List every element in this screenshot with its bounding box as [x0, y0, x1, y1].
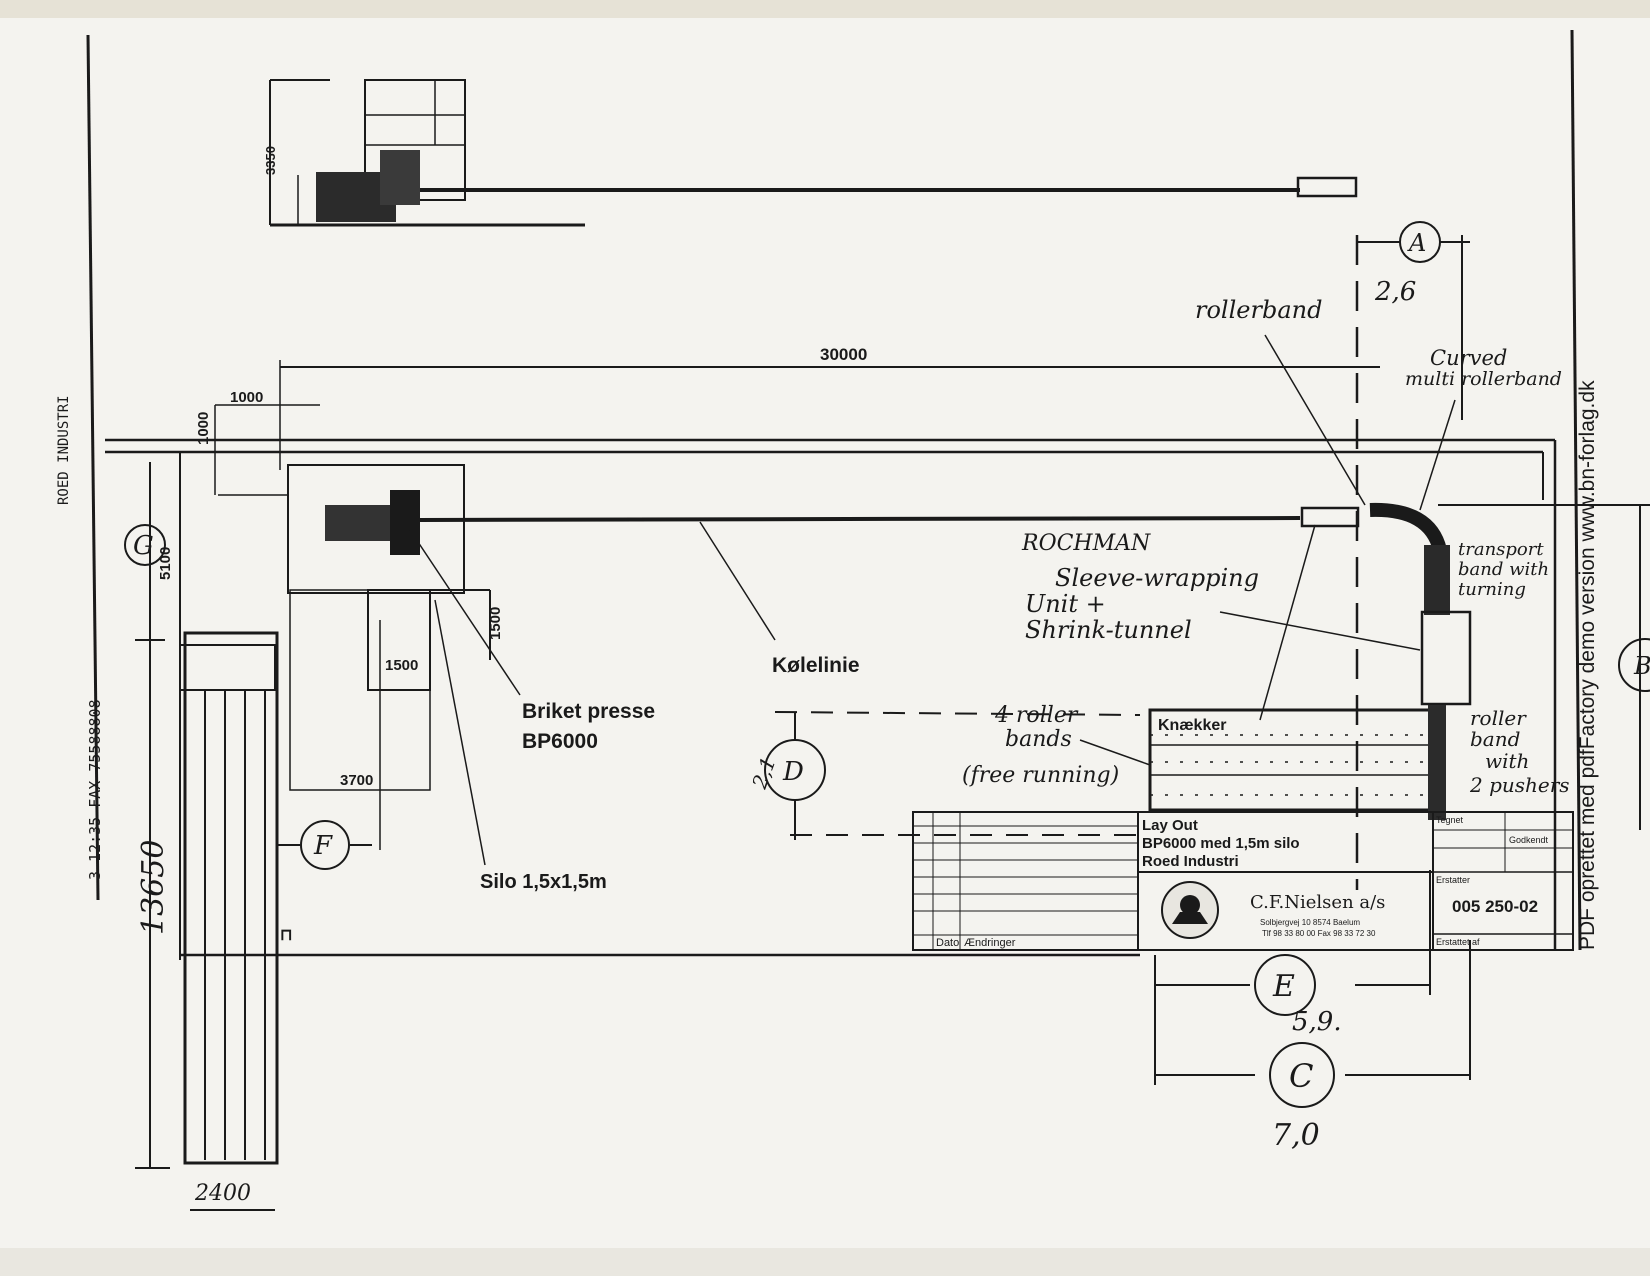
silo-label: Silo 1,5x1,5m: [480, 871, 607, 893]
briket-leader: [409, 529, 521, 696]
transport-label-2: band with: [1458, 559, 1549, 580]
rochman-label: ROCHMAN: [1021, 531, 1151, 556]
circle-b: B: [1618, 638, 1650, 692]
unit-label: Unit +: [1025, 590, 1106, 618]
building-outline: [105, 438, 1650, 960]
svg-text:E: E: [1272, 969, 1295, 1004]
title-erstatter: Erstatter: [1436, 875, 1470, 885]
curved-leader: [1419, 399, 1456, 511]
company-address: Solbjergvej 10 8574 Baelum: [1260, 918, 1360, 927]
title-godkendt: Godkendt: [1509, 835, 1549, 845]
dim-1500-horizontal: 1500: [385, 657, 418, 674]
kolelinie-label: Kølelinie: [772, 654, 860, 677]
rollerband-label: rollerband: [1195, 296, 1322, 324]
dim-e-value: 5,9.: [1292, 1007, 1342, 1037]
dim-3700: 3700: [340, 772, 373, 789]
title-line-2: BP6000 med 1,5m silo: [1142, 835, 1300, 852]
dim-30000: 30000: [820, 345, 867, 364]
curved-label-1: Curved: [1430, 346, 1507, 370]
sleeve-leader: [1219, 611, 1421, 651]
svg-text:F: F: [313, 831, 333, 861]
roller-pushers-1: roller: [1470, 706, 1527, 730]
title-line-3: Roed Industri: [1142, 853, 1239, 870]
company-name: C.F.Nielsen a/s: [1250, 892, 1385, 913]
roller-pushers-4: 2 pushers: [1469, 773, 1570, 797]
briket-model: BP6000: [522, 730, 598, 753]
briket-label: Briket presse: [522, 700, 655, 723]
right-border-line: [1570, 29, 1582, 951]
knaekker-leader: [1259, 524, 1316, 721]
dim-a-value: 2,6: [1374, 277, 1416, 307]
pdf-watermark: PDF oprettet med pdfFactory demo version…: [1576, 380, 1599, 950]
transport-label-3: turning: [1458, 579, 1526, 600]
small-marker: ⊓: [280, 927, 292, 944]
svg-text:G: G: [133, 531, 154, 561]
transport-label-1: transport: [1458, 539, 1544, 560]
rollerband-leader: [1264, 334, 1366, 506]
title-block: [912, 811, 1574, 951]
title-date-label: Dato: [936, 937, 959, 949]
title-line-1: Lay Out: [1142, 817, 1198, 834]
four-roller-label-2: bands: [1005, 727, 1072, 752]
company-side-label: ROED INDUSTRI: [56, 395, 72, 505]
circle-a: A: [1355, 221, 1470, 890]
drawing-number: 005 250-02: [1452, 897, 1538, 916]
curved-multi-rollerband: [1369, 502, 1472, 706]
fax-header: 3 12:35 FAX 75588808: [86, 699, 104, 880]
dim-5100: 5100: [157, 547, 174, 580]
svg-text:C: C: [1289, 1057, 1313, 1095]
svg-text:B: B: [1633, 652, 1650, 680]
knaekker-label: Knækker: [1158, 717, 1226, 734]
svg-text:D: D: [782, 757, 804, 787]
dim-13650: 13650: [136, 840, 171, 935]
shrink-label: Shrink-tunnel: [1025, 616, 1192, 644]
title-tegnet: Tegnet: [1436, 815, 1464, 825]
roller-pushers-2: band: [1470, 727, 1520, 751]
title-erstattet: Erstattet af: [1436, 937, 1480, 947]
roller-pushers-3: with: [1485, 749, 1529, 773]
sleeve-label: Sleeve-wrapping: [1055, 564, 1259, 592]
company-phone: Tlf 98 33 80 00 Fax 98 33 72 30: [1262, 929, 1376, 938]
left-storage-conveyor: [179, 631, 279, 1165]
dim-1000-vertical: 1000: [195, 412, 212, 445]
four-roller-leader: [1079, 739, 1151, 766]
circle-d: D: [764, 711, 1141, 840]
circle-g: G: [124, 524, 166, 566]
left-margin-line: [86, 34, 100, 901]
circle-c: C: [1155, 940, 1471, 1108]
kolelinie-leader: [699, 521, 776, 641]
dim-1500-vertical: 1500: [487, 607, 504, 640]
title-changes-label: Ændringer: [964, 937, 1016, 949]
silo-leader: [434, 599, 486, 866]
side-elevation-view: [269, 79, 1358, 227]
knaekker-roller-bands: [1148, 705, 1446, 820]
silo-plan: [289, 589, 491, 850]
paper-bottom-edge: [0, 1248, 1650, 1276]
dim-1000-horizontal: 1000: [230, 389, 263, 406]
circle-e: E: [1154, 870, 1431, 1085]
dim-2400: 2400: [194, 1181, 251, 1206]
curved-label-2: multi rollerband: [1405, 368, 1562, 390]
four-roller-label-1: 4 roller: [994, 703, 1079, 728]
dim-3350: 3350: [263, 146, 278, 175]
paper-top-edge: [0, 0, 1650, 18]
circle-f: F: [278, 820, 372, 870]
dim-c-value: 7,0: [1272, 1118, 1320, 1153]
svg-text:A: A: [1407, 229, 1426, 257]
free-running-label: (free running): [962, 763, 1119, 788]
